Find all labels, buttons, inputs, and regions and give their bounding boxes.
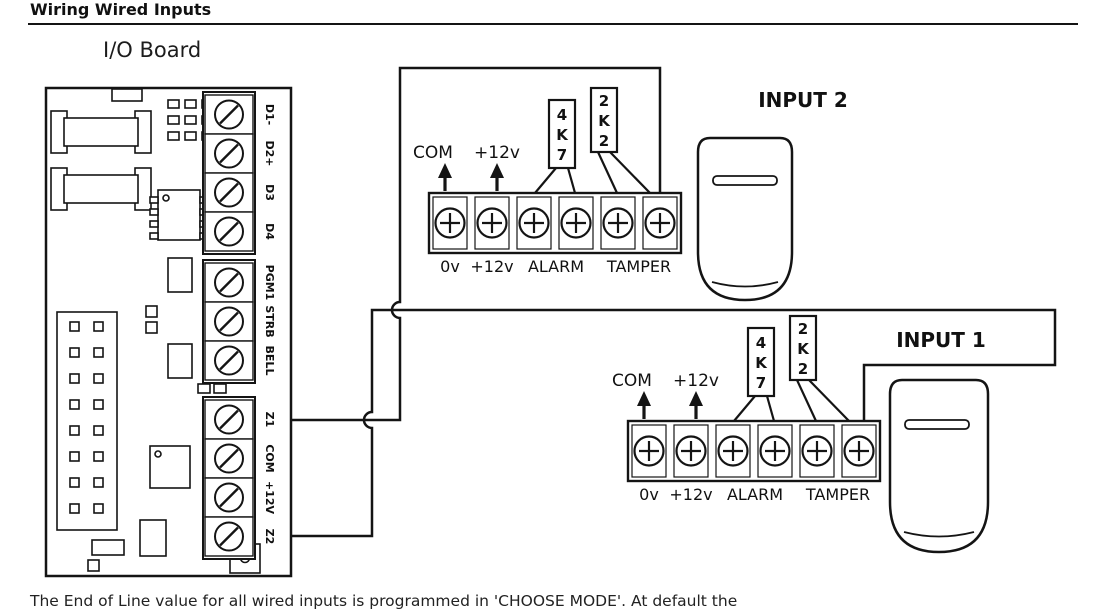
terminal-label-d3: D3 [263, 184, 276, 201]
resistor-2k2: 2 K 2 [589, 86, 651, 194]
svg-text:+12v: +12v [669, 485, 712, 504]
terminal-label-com: COM [263, 444, 276, 472]
smd-part [87, 559, 100, 572]
resistor-4k7: 4 K 7 [733, 326, 776, 422]
com-wire-label: COM [612, 371, 652, 391]
com-arrow-icon [637, 391, 651, 419]
fuse-2 [50, 167, 152, 211]
smd-part [197, 383, 211, 394]
svg-text:2: 2 [798, 320, 808, 338]
svg-text:TAMPER: TAMPER [805, 485, 870, 504]
terminal-label-d2: D2+ [263, 140, 276, 166]
screw-terminals [214, 267, 244, 376]
board-terminal-block-outputs: PGM1 STRB BELL [202, 259, 276, 384]
svg-text:+12v: +12v [470, 257, 513, 276]
pin-header-connector [56, 311, 118, 531]
svg-text:ALARM: ALARM [528, 257, 584, 276]
board-jumper [111, 88, 143, 102]
terminal-strip-caption: 0v +12v ALARM TAMPER [639, 485, 870, 504]
svg-text:4: 4 [557, 106, 567, 124]
smd-part [145, 305, 158, 318]
header: Wiring Wired Inputs [28, 0, 1078, 25]
terminal-strip-input2 [427, 191, 683, 255]
pir-lens-slot [712, 175, 778, 186]
wires [291, 66, 1057, 538]
svg-text:7: 7 [756, 374, 766, 392]
svg-text:K: K [755, 354, 768, 372]
input1-label: INPUT 1 [896, 328, 986, 352]
pir-chin-line [711, 281, 779, 288]
svg-text:K: K [797, 340, 810, 358]
svg-text:K: K [598, 112, 611, 130]
screw-terminals [633, 435, 875, 467]
ic-chip-2 [149, 445, 191, 489]
com-wire-label: COM [413, 143, 453, 163]
smd-part [213, 383, 227, 394]
svg-text:7: 7 [557, 146, 567, 164]
transistor [139, 519, 167, 557]
screw-terminals [214, 99, 244, 247]
board-components [50, 88, 261, 574]
ic-chip [149, 189, 209, 241]
input-1-section: COM +12v 4 K 7 2 K 2 [612, 314, 990, 554]
screw-terminals [214, 404, 244, 552]
terminal-strip-caption: 0v +12v ALARM TAMPER [440, 257, 671, 276]
terminal-label-z1: Z1 [263, 412, 276, 428]
terminal-label-bell: BELL [263, 346, 276, 376]
svg-text:4: 4 [756, 334, 766, 352]
capacitor-2 [167, 343, 193, 379]
terminal-strip-input1 [626, 419, 882, 483]
terminal-label-pgm1: PGM1 [263, 265, 276, 301]
pir-detector-input2 [696, 136, 794, 302]
pir-detector-input1 [888, 378, 990, 554]
svg-text:K: K [556, 126, 569, 144]
pir-lens-slot [904, 419, 970, 430]
terminal-label-12v: +12V [263, 481, 276, 515]
svg-text:2: 2 [599, 132, 609, 150]
io-board: D1- D2+ D3 D4 PGM1 STRB BELL [44, 86, 293, 578]
svg-text:0v: 0v [639, 485, 659, 504]
com-arrow-icon [438, 163, 452, 191]
input-2-section: COM +12v 4 K 7 2 K 2 [413, 86, 848, 302]
fuse-1 [50, 110, 152, 154]
wire-z2-to-input1 [291, 308, 1057, 538]
board-terminal-block-bus: D1- D2+ D3 D4 [202, 91, 276, 255]
plus12v-wire-label: +12v [474, 143, 520, 163]
terminal-label-z2: Z2 [263, 529, 276, 545]
screw-terminals [434, 207, 676, 239]
page-title: Wiring Wired Inputs [30, 0, 211, 19]
input2-label: INPUT 2 [758, 88, 848, 112]
board-terminal-block-zones: Z1 COM +12V Z2 [202, 396, 276, 560]
capacitor-1 [167, 257, 193, 293]
resistor-2k2: 2 K 2 [788, 314, 850, 422]
smd-part [91, 539, 125, 556]
terminal-label-d1: D1- [263, 104, 276, 125]
plus12v-arrow-icon [689, 391, 703, 419]
io-board-label: I/O Board [103, 38, 201, 62]
svg-text:0v: 0v [440, 257, 460, 276]
terminal-label-d4: D4 [263, 223, 276, 240]
terminal-label-strb: STRB [263, 305, 276, 337]
plus12v-arrow-icon [490, 163, 504, 191]
svg-text:2: 2 [599, 92, 609, 110]
footer-text: The End of Line value for all wired inpu… [29, 592, 737, 610]
smd-part [145, 321, 158, 334]
plus12v-wire-label: +12v [673, 371, 719, 391]
pir-chin-line [903, 531, 975, 538]
svg-text:ALARM: ALARM [727, 485, 783, 504]
resistor-4k7: 4 K 7 [534, 98, 577, 194]
svg-text:2: 2 [798, 360, 808, 378]
svg-text:TAMPER: TAMPER [606, 257, 671, 276]
